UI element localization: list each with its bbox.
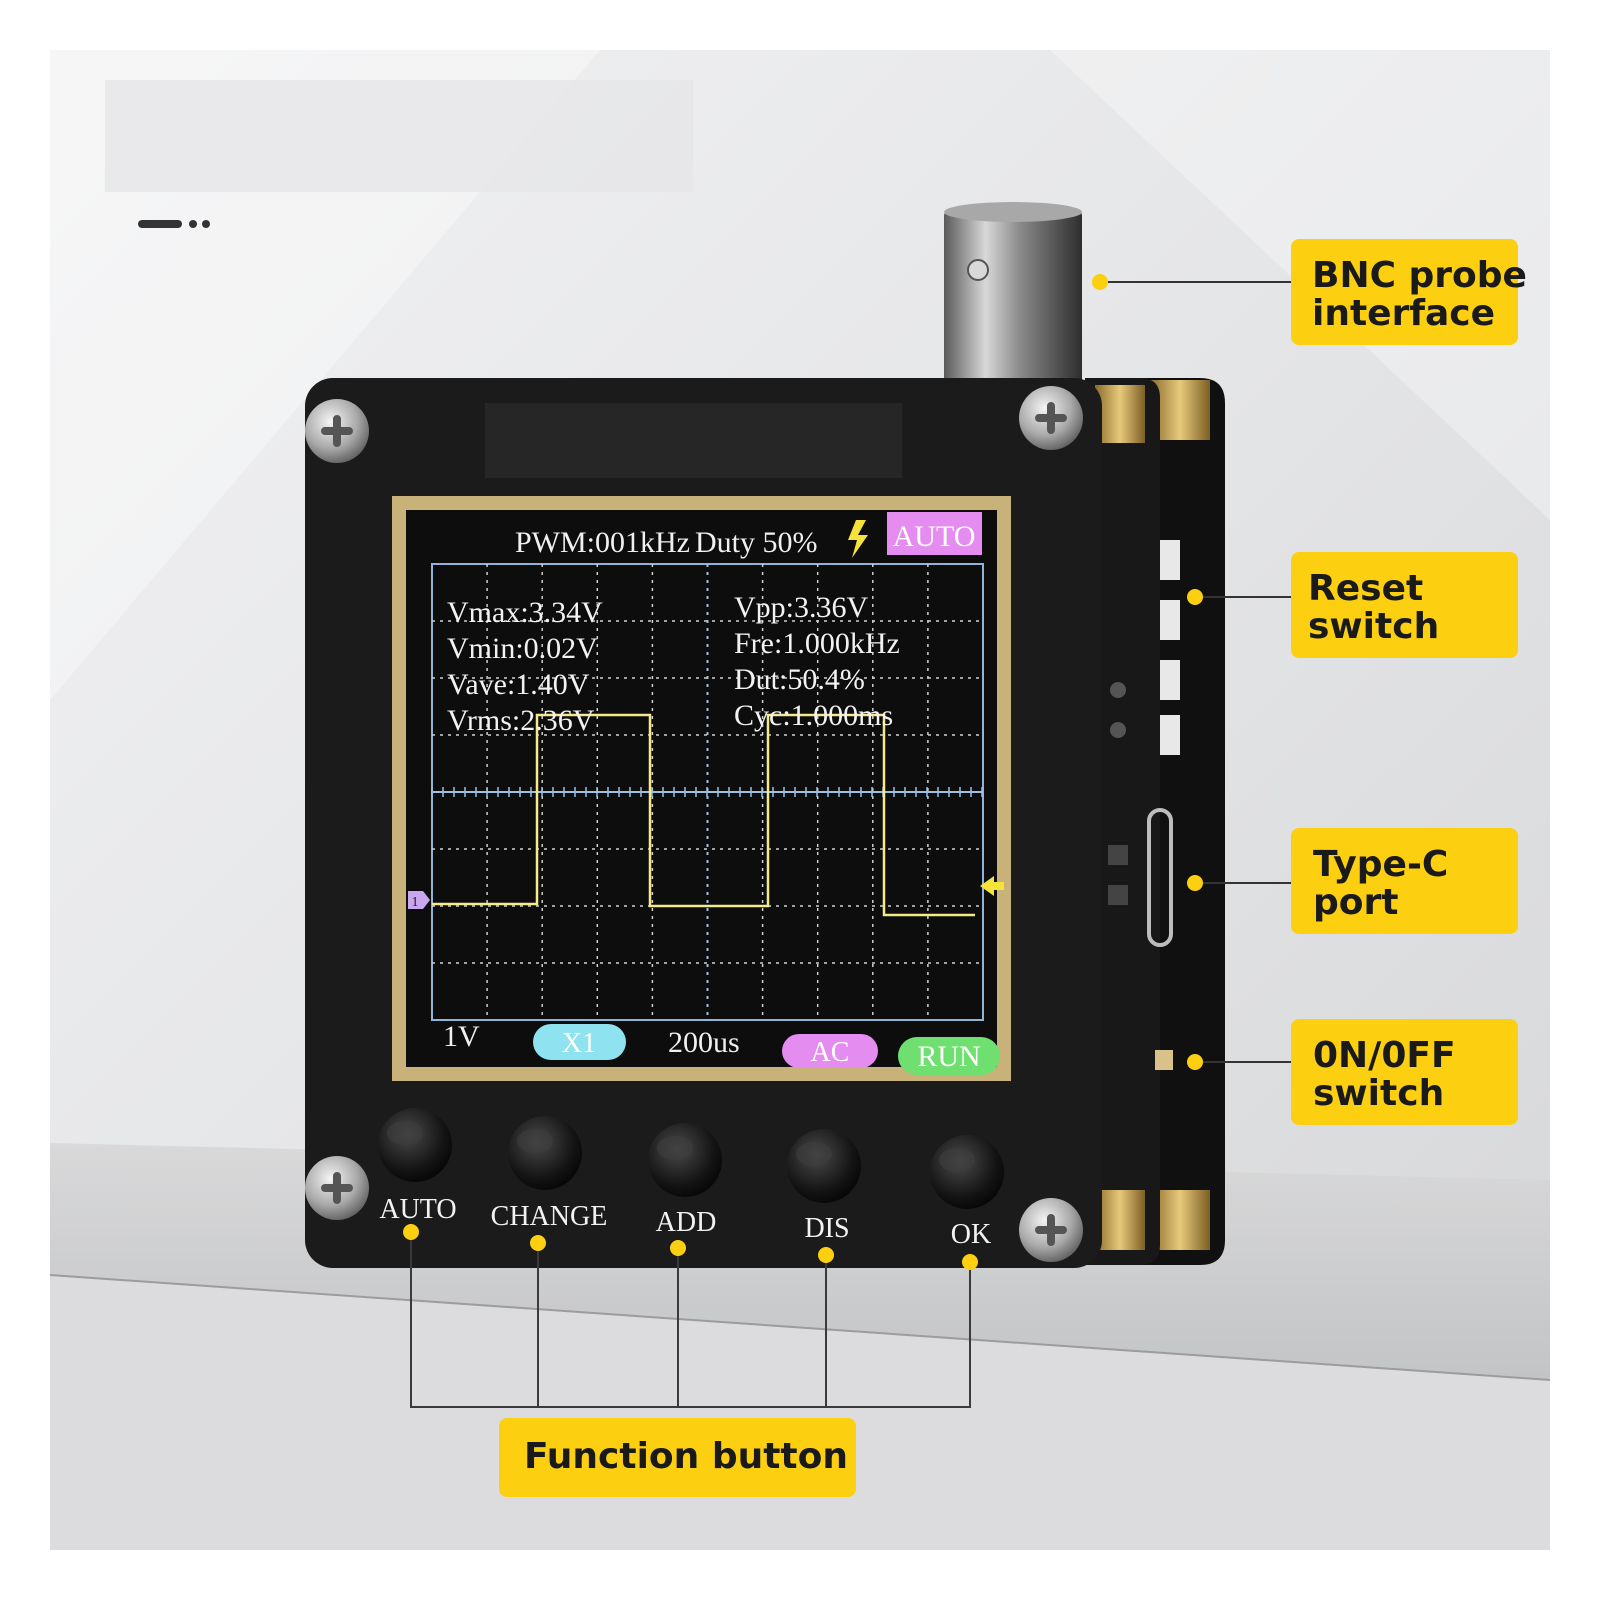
coupling-badge-label: AC [811, 1037, 850, 1068]
run-badge [898, 1037, 1000, 1075]
title-banner [105, 80, 693, 192]
callout-typec-line1: Type-C [1313, 844, 1448, 885]
screw-bottom-right [1019, 1198, 1083, 1262]
button-add[interactable] [648, 1123, 722, 1197]
trigger-level-arrow [980, 876, 1004, 896]
button-dis[interactable] [787, 1129, 861, 1203]
dot-add [670, 1240, 686, 1256]
trigger-edge-icon [848, 520, 868, 558]
button-add-label: ADD [656, 1207, 717, 1238]
button-change-label: CHANGE [491, 1201, 608, 1232]
waveform [432, 713, 975, 917]
callout-reset-line1: Reset [1308, 568, 1423, 609]
callout-function-label: Function button [524, 1436, 848, 1477]
vmin-readout: Vmin:0.02V [447, 632, 598, 665]
callout-power-line2: switch [1313, 1073, 1444, 1114]
callout-function-box [499, 1418, 856, 1497]
square-wave-trace [432, 713, 975, 917]
button-ok-label: OK [951, 1219, 991, 1250]
callout-power: 0N/0FF switch [1187, 1019, 1518, 1125]
function-button-leaders [410, 1232, 971, 1408]
screw-top-right [1019, 386, 1083, 450]
vpp-readout: Vpp:3.36V [734, 591, 869, 624]
callout-power-line1: 0N/0FF [1313, 1035, 1456, 1076]
callout-bnc-line2: interface [1312, 293, 1495, 334]
dot-change [530, 1235, 546, 1251]
volts-per-div: 1V [443, 1020, 480, 1053]
vrms-readout: Vrms:2.36V [447, 704, 595, 737]
vmax-readout: Vmax:3.34V [447, 596, 603, 629]
callout-bnc: BNC probe interface [1092, 239, 1527, 345]
decor-dash [138, 220, 210, 228]
bnc-connector [944, 202, 1082, 390]
channel-marker-label: 1 [412, 895, 419, 910]
dut-readout: Dut:50.4% [734, 663, 865, 696]
cyc-readout: Cyc:1.000ms [734, 699, 893, 732]
duty-readout: Duty 50% [695, 526, 818, 559]
screw-bottom-left [305, 1156, 369, 1220]
callout-typec: Type-C port [1187, 828, 1518, 934]
button-change[interactable] [508, 1116, 582, 1190]
measurements-left: Vmax:3.34V Vmin:0.02V Vave:1.40V Vrms:2.… [447, 596, 603, 737]
probe-badge-label: X1 [562, 1028, 596, 1059]
callout-reset-line2: switch [1308, 606, 1439, 647]
auto-badge-label: AUTO [893, 520, 976, 553]
coupling-badge [782, 1034, 878, 1068]
dot-ok [962, 1254, 978, 1270]
screw-top-left [305, 399, 369, 463]
button-auto-label: AUTO [379, 1194, 456, 1225]
callout-typec-line2: port [1313, 882, 1398, 923]
vave-readout: Vave:1.40V [447, 668, 590, 701]
timebase: 200us [668, 1026, 740, 1059]
dot-dis [818, 1247, 834, 1263]
screen [406, 510, 997, 1067]
pwm-readout: PWM:001kHz [515, 526, 690, 559]
callout-bnc-line1: BNC probe [1312, 255, 1527, 296]
fre-readout: Fre:1.000kHz [734, 627, 900, 660]
button-ok[interactable] [930, 1135, 1004, 1209]
auto-badge [887, 512, 982, 555]
probe-badge [533, 1024, 626, 1060]
dot-auto [403, 1224, 419, 1240]
device-side [1085, 378, 1225, 1265]
channel-marker: 1 [408, 891, 430, 910]
run-badge-label: RUN [917, 1040, 980, 1073]
measurements-right: Vpp:3.36V Fre:1.000kHz Dut:50.4% Cyc:1.0… [734, 591, 900, 732]
button-auto[interactable] [378, 1108, 452, 1182]
button-dis-label: DIS [804, 1213, 849, 1244]
callout-reset: Reset switch [1187, 552, 1518, 658]
